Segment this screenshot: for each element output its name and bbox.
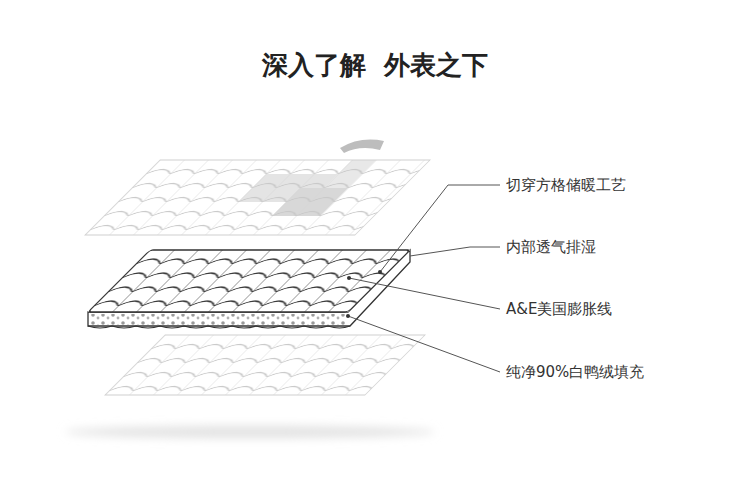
layer-bottom [88,326,350,328]
fabric-piece [340,140,384,153]
label-holder: 内部透气排湿 [504,237,598,257]
title-holder: 深入了解 外表之下 [262,48,488,83]
label-holder: A&E美国膨胀线 [504,299,614,319]
bottom-layer [105,335,425,395]
top-layer [85,160,430,235]
callout-label: 切穿方格储暖工艺 [504,175,628,195]
title: 深入了解 外表之下 [262,48,488,83]
callout-label: A&E美国膨胀线 [504,299,614,319]
callout-label: 内部透气排湿 [504,237,598,257]
layer-edge [88,250,410,326]
leader-dots [346,270,382,318]
leader-lines [348,185,500,372]
shadow [65,426,435,438]
callout-label: 纯净90%白鸭绒填充 [504,362,646,382]
label-holder: 切穿方格储暖工艺 [504,175,628,195]
label-holder: 纯净90%白鸭绒填充 [504,362,646,382]
down-fill [90,314,346,325]
